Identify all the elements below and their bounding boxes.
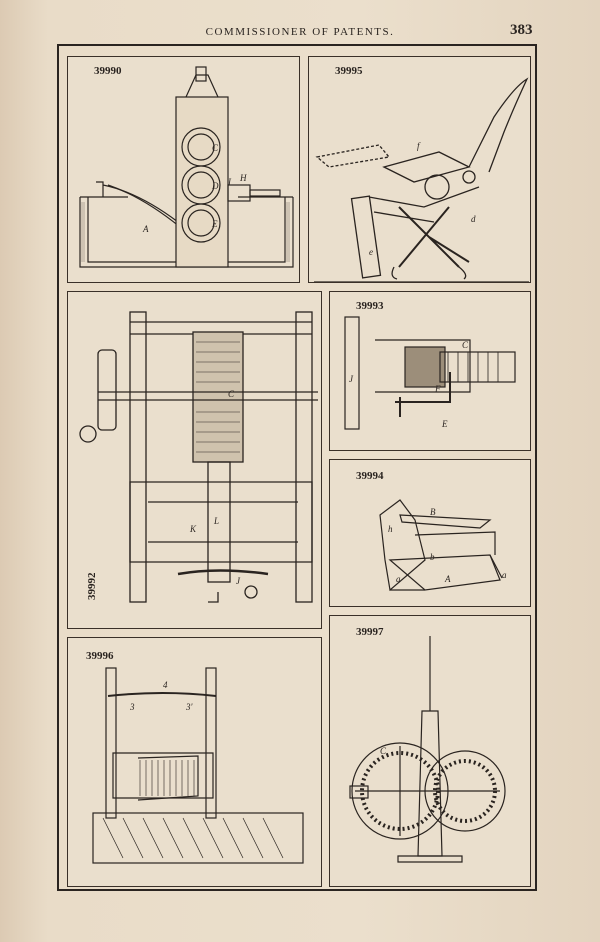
label-a-left: a: [396, 574, 401, 584]
figure-39994: 39994 B h b a A a: [329, 459, 531, 607]
label-a-upper: A: [444, 574, 451, 584]
figure-39993-drawing: C E F J: [344, 316, 516, 430]
label-3-prime: 3': [185, 702, 194, 712]
label-f: F: [434, 384, 441, 394]
label-j: J: [236, 576, 241, 586]
figure-number: 39995: [335, 65, 363, 77]
label-b: b: [430, 552, 435, 562]
label-e: e: [369, 247, 373, 257]
label-e: E: [211, 219, 218, 229]
figure-39990-drawing: C D E A H I: [79, 66, 294, 268]
label-c: C: [380, 746, 387, 756]
figures-frame: 39990: [57, 44, 537, 891]
page-number: 383: [510, 22, 533, 38]
label-b-upper: B: [430, 507, 436, 517]
label-h: H: [239, 173, 247, 183]
label-3: 3: [129, 702, 135, 712]
label-4: 4: [163, 680, 168, 690]
label-l: L: [213, 516, 219, 526]
label-c: C: [228, 389, 235, 399]
label-d: D: [211, 181, 219, 191]
figure-number: 39997: [356, 626, 384, 638]
label-c: C: [462, 340, 469, 350]
label-j: J: [349, 374, 354, 384]
label-a: A: [142, 224, 149, 234]
label-e: E: [441, 419, 448, 429]
running-header: COMMISSIONER OF PATENTS.: [205, 26, 395, 38]
figure-39996: 39996 4 3 3': [67, 637, 322, 887]
figure-39992: 39992: [67, 291, 322, 629]
figure-39993: 39993 C E F J: [329, 291, 531, 451]
label-i: I: [227, 177, 232, 187]
figure-number: 39990: [94, 65, 122, 77]
label-k: K: [189, 524, 197, 534]
label-c: C: [212, 143, 219, 153]
figure-39990: 39990: [67, 56, 300, 283]
label-a-right: a: [502, 570, 507, 580]
label-h: h: [388, 524, 393, 534]
figure-39996-drawing: 4 3 3': [92, 667, 304, 864]
figure-number: 39993: [356, 300, 384, 312]
label-d: d: [471, 214, 476, 224]
figure-39997: 39997 C: [329, 615, 531, 887]
figure-39997-drawing: C: [349, 636, 506, 863]
label-f: f: [417, 141, 421, 151]
figure-number: 39996: [86, 650, 114, 662]
figure-39994-drawing: B h b a A a: [379, 499, 507, 592]
figure-number: 39994: [356, 470, 384, 482]
figure-39992-drawing: C K L J: [79, 311, 318, 603]
figure-39995-drawing: f d e: [314, 77, 529, 282]
figure-39995: 39995 f d e: [308, 56, 531, 283]
